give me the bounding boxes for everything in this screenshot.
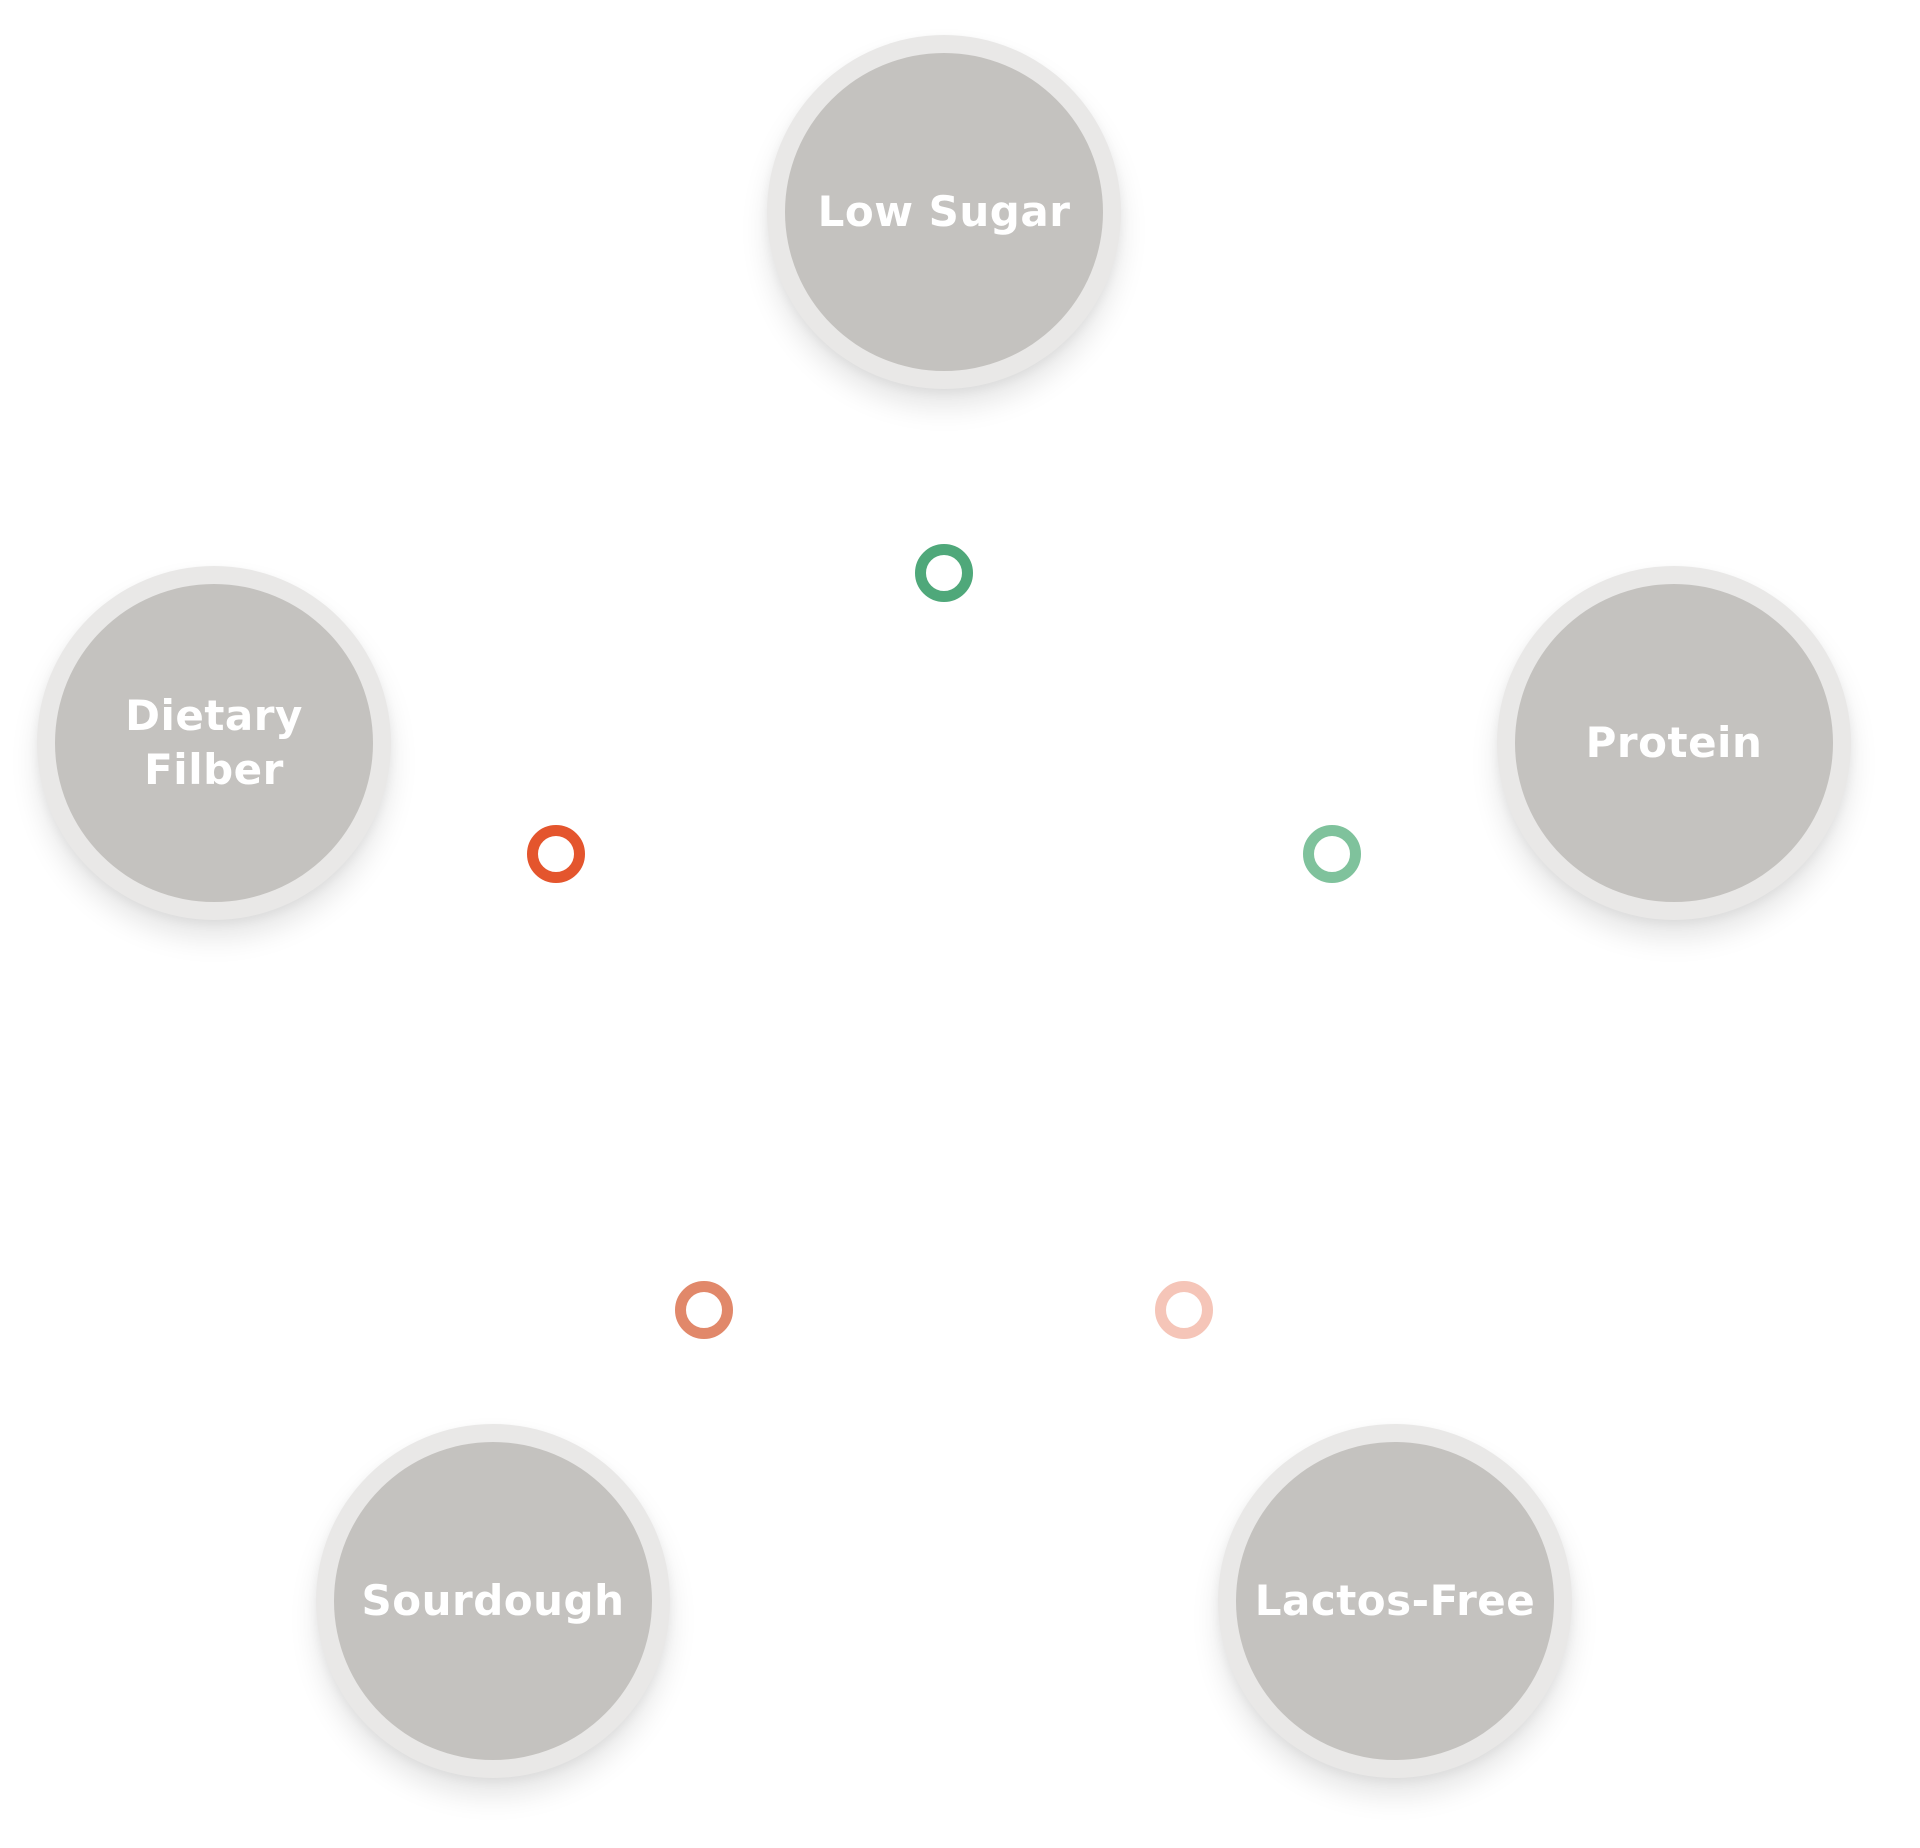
node-dietary-filber-label: Dietary Filber (125, 691, 303, 794)
node-lactos-free-label: Lactos-Free (1254, 1576, 1536, 1625)
node-dietary-filber-disc: Dietary Filber (55, 584, 373, 902)
node-protein-label: Protein (1585, 718, 1763, 767)
node-protein-disc: Protein (1515, 584, 1833, 902)
node-sourdough-disc: Sourdough (334, 1442, 652, 1760)
marker-lactos-free (1155, 1281, 1213, 1339)
node-low-sugar-label: Low Sugar (817, 187, 1071, 236)
marker-sourdough (675, 1281, 733, 1339)
node-low-sugar-disc: Low Sugar (785, 53, 1103, 371)
node-protein: Protein (1497, 566, 1851, 920)
node-dietary-filber: Dietary Filber (37, 566, 391, 920)
marker-low-sugar (915, 544, 973, 602)
node-sourdough: Sourdough (316, 1424, 670, 1778)
node-lactos-free-disc: Lactos-Free (1236, 1442, 1554, 1760)
marker-dietary-filber (527, 825, 585, 883)
node-low-sugar: Low Sugar (767, 35, 1121, 389)
marker-protein (1303, 825, 1361, 883)
node-sourdough-label: Sourdough (361, 1576, 625, 1625)
node-lactos-free: Lactos-Free (1218, 1424, 1572, 1778)
